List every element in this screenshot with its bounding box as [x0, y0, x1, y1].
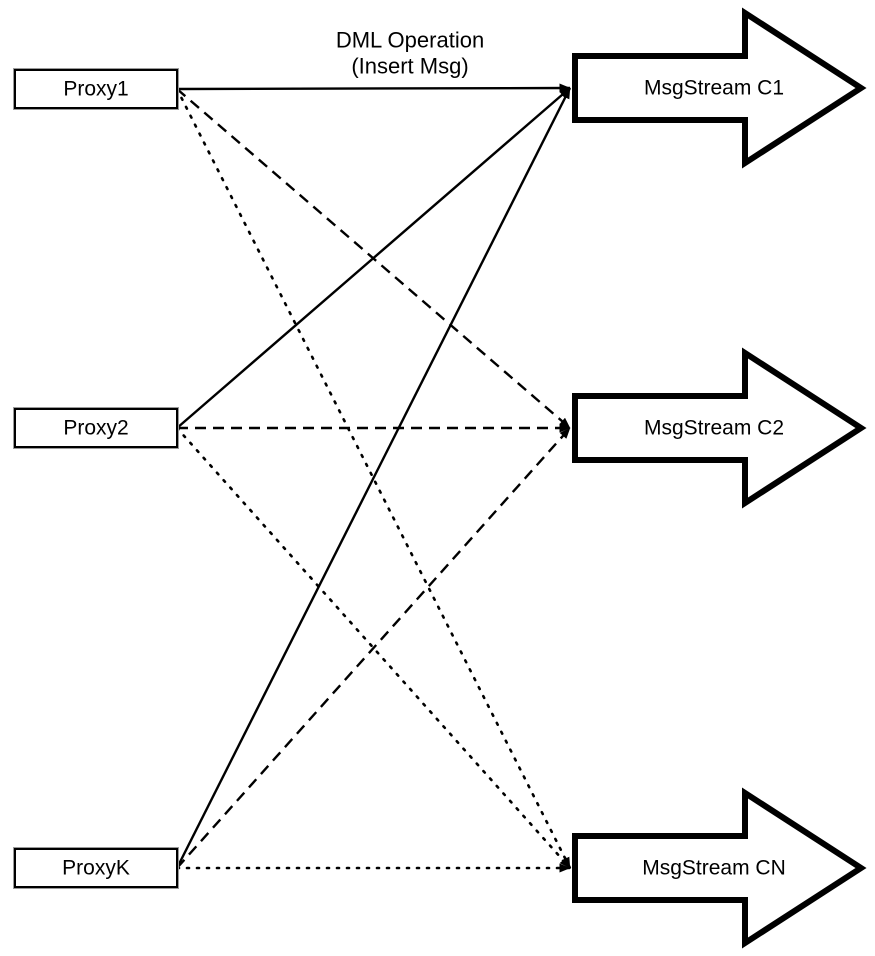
edge-proxy1-to-c1: [176, 83, 571, 93]
dml-operation-label-line2: (Insert Msg): [351, 54, 468, 79]
proxyk-box[interactable]: ProxyK: [13, 847, 179, 889]
proxy2-box-outline: [13, 407, 179, 449]
proxyk-box-fill: [14, 848, 178, 888]
dml-operation-label-line1: DML Operation: [336, 28, 484, 53]
edge-proxyk-to-c2: [176, 427, 571, 869]
proxyk-label: ProxyK: [62, 857, 130, 880]
msgstream-c1-shape: [572, 7, 867, 169]
proxy1-box[interactable]: Proxy1: [13, 68, 179, 110]
proxy2-box[interactable]: Proxy2: [13, 407, 179, 449]
proxyk-box-outline: [13, 847, 179, 889]
proxy2-box-fill: [14, 408, 178, 448]
msgstream-c1-label: MsgStream C1: [644, 77, 784, 100]
edge-proxyk-to-c1: [175, 87, 572, 869]
msgstream-cn-shape: [572, 787, 867, 949]
edges-layer: [175, 83, 572, 873]
msgstream-c2: MsgStream C2: [572, 347, 867, 509]
msgstream-c2-shape: [572, 347, 867, 509]
msgstream-c2-label: MsgStream C2: [644, 417, 784, 440]
proxy1-label: Proxy1: [63, 78, 128, 101]
msgstream-cn: MsgStream CN: [572, 787, 867, 949]
proxy1-box-fill: [14, 69, 178, 109]
msgstream-c1: MsgStream C1: [572, 7, 867, 169]
msgstream-arrows-layer: MsgStream C1 MsgStream C2 MsgStream CN: [572, 7, 867, 949]
proxy1-box-outline: [13, 68, 179, 110]
msgstream-cn-label: MsgStream CN: [642, 857, 786, 880]
proxy2-label: Proxy2: [63, 417, 128, 440]
edge-proxy2-to-cn: [175, 426, 572, 870]
edge-label-layer: DML Operation(Insert Msg): [336, 28, 484, 79]
edge-proxy2-to-c1: [176, 87, 571, 429]
